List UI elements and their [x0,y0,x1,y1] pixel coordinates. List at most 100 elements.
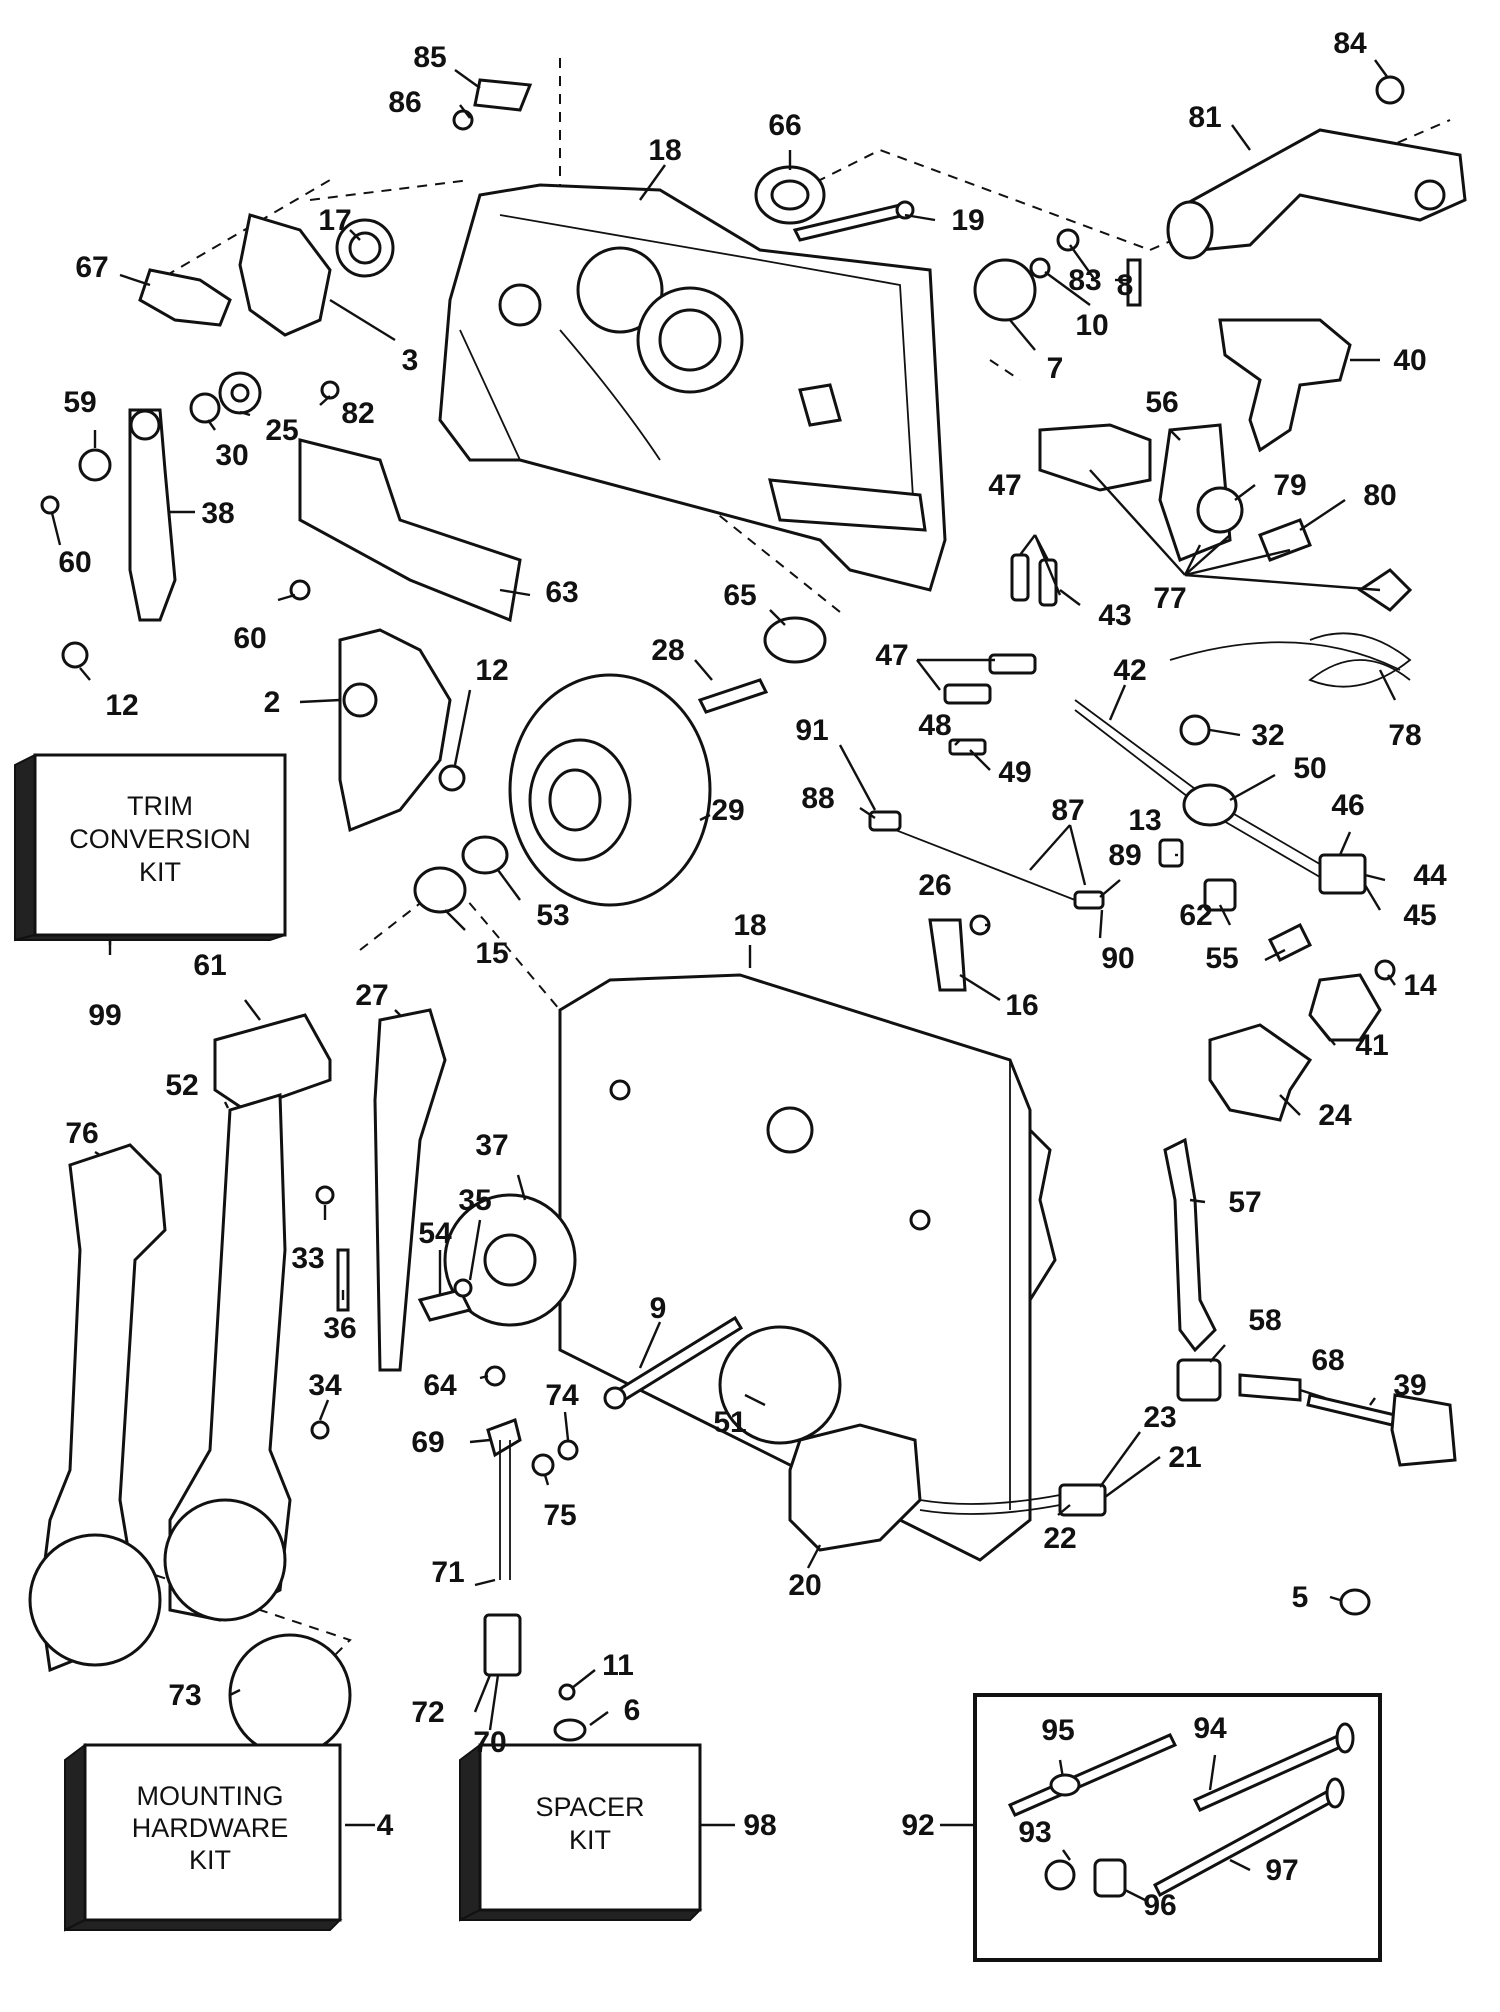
callout-80: 80 [1363,479,1396,512]
callout-22: 22 [1043,1522,1076,1555]
callout-23: 23 [1143,1401,1176,1434]
callout-17: 17 [318,204,351,237]
callout-48: 48 [918,709,951,742]
callout-40: 40 [1393,344,1426,377]
callout-89: 89 [1108,839,1141,872]
callout-78: 78 [1388,719,1421,752]
callout-33: 33 [291,1242,324,1275]
mounting-kit-line-3: KIT [189,1845,231,1875]
callout-83: 83 [1068,264,1101,297]
callout-8: 8 [1117,269,1134,302]
mounting-kit-line-2: HARDWARE [132,1813,289,1843]
callout-60-lower: 60 [233,622,266,655]
callout-86: 86 [388,86,421,119]
callout-37: 37 [475,1129,508,1162]
callout-19: 19 [951,204,984,237]
callout-79: 79 [1273,469,1306,502]
callout-18-lower: 18 [733,909,766,942]
misc-parts [28,75,1467,1757]
callout-52: 52 [165,1069,198,1102]
callout-98: 98 [743,1809,776,1842]
callout-5: 5 [1292,1581,1309,1614]
callout-93: 93 [1018,1816,1051,1849]
trim-conversion-kit-box: TRIM CONVERSION KIT [14,753,287,955]
callout-38: 38 [201,497,234,530]
callout-92: 92 [901,1809,934,1842]
callout-10: 10 [1075,309,1108,342]
callout-12-left: 12 [105,689,138,722]
callout-85: 85 [413,41,446,74]
callout-97: 97 [1265,1854,1298,1887]
spacer-kit-box: SPACER KIT [459,1743,703,1922]
callout-72: 72 [411,1696,444,1729]
callout-25: 25 [265,414,298,447]
callout-24: 24 [1318,1099,1352,1132]
callout-30: 30 [215,439,248,472]
callout-43: 43 [1098,599,1131,632]
callout-62: 62 [1179,899,1212,932]
callout-12-right: 12 [475,654,508,687]
callout-14: 14 [1403,969,1437,1002]
callout-13: 13 [1128,804,1161,837]
callout-57: 57 [1228,1186,1261,1219]
spacer-kit-line-1: SPACER [535,1792,644,1822]
trim-kit-line-2: CONVERSION [69,824,251,854]
callout-63: 63 [545,576,578,609]
callout-36: 36 [323,1312,356,1345]
spacer-kit-line-2: KIT [569,1825,611,1855]
callout-84: 84 [1333,27,1367,60]
callout-32: 32 [1251,719,1284,752]
callout-73: 73 [168,1679,201,1712]
callout-35: 35 [458,1184,491,1217]
callout-2: 2 [264,686,281,719]
callout-60-upper: 60 [58,546,91,579]
callout-28: 28 [651,634,684,667]
callout-50: 50 [1293,752,1326,785]
callout-99: 99 [88,999,121,1032]
callout-95: 95 [1041,1714,1074,1747]
callout-76: 76 [65,1117,98,1150]
callout-47-lower: 47 [875,639,908,672]
trim-kit-line-1: TRIM [127,791,193,821]
mounting-kit-line-1: MOUNTING [137,1781,284,1811]
callout-70: 70 [473,1726,506,1759]
callout-82: 82 [341,397,374,430]
trim-kit-line-3: KIT [139,857,181,887]
callout-90: 90 [1101,942,1134,975]
callout-88: 88 [801,782,834,815]
callout-91: 91 [795,714,828,747]
callout-15: 15 [475,937,508,970]
callout-labels: 85 86 18 66 84 81 17 67 3 19 8 10 83 7 4… [58,27,1447,1922]
callout-18-upper: 18 [648,134,681,167]
lower-housing-part [558,973,1057,1562]
callout-21: 21 [1168,1441,1201,1474]
callout-77: 77 [1153,582,1186,615]
callout-11: 11 [602,1649,634,1682]
callout-42: 42 [1113,654,1146,687]
callout-46: 46 [1331,789,1364,822]
callout-61: 61 [193,949,226,982]
upper-housing-part [438,183,947,592]
callout-27: 27 [355,979,388,1012]
callout-26: 26 [918,869,951,902]
callout-34: 34 [308,1369,342,1402]
callout-68: 68 [1311,1344,1344,1377]
callout-55: 55 [1205,942,1238,975]
callout-87: 87 [1051,794,1084,827]
callout-6: 6 [624,1694,641,1727]
callout-64: 64 [423,1369,457,1402]
callout-47-upper: 47 [988,469,1021,502]
callout-49: 49 [998,756,1031,789]
callout-53: 53 [536,899,569,932]
callout-81: 81 [1188,101,1221,134]
callout-7: 7 [1047,352,1064,385]
callout-51: 51 [713,1406,746,1439]
callout-45: 45 [1403,899,1436,932]
callout-58: 58 [1248,1304,1281,1337]
callout-20: 20 [788,1569,821,1602]
callout-71: 71 [431,1556,464,1589]
callout-29: 29 [711,794,744,827]
callout-3: 3 [402,344,419,377]
callout-44: 44 [1413,859,1447,892]
